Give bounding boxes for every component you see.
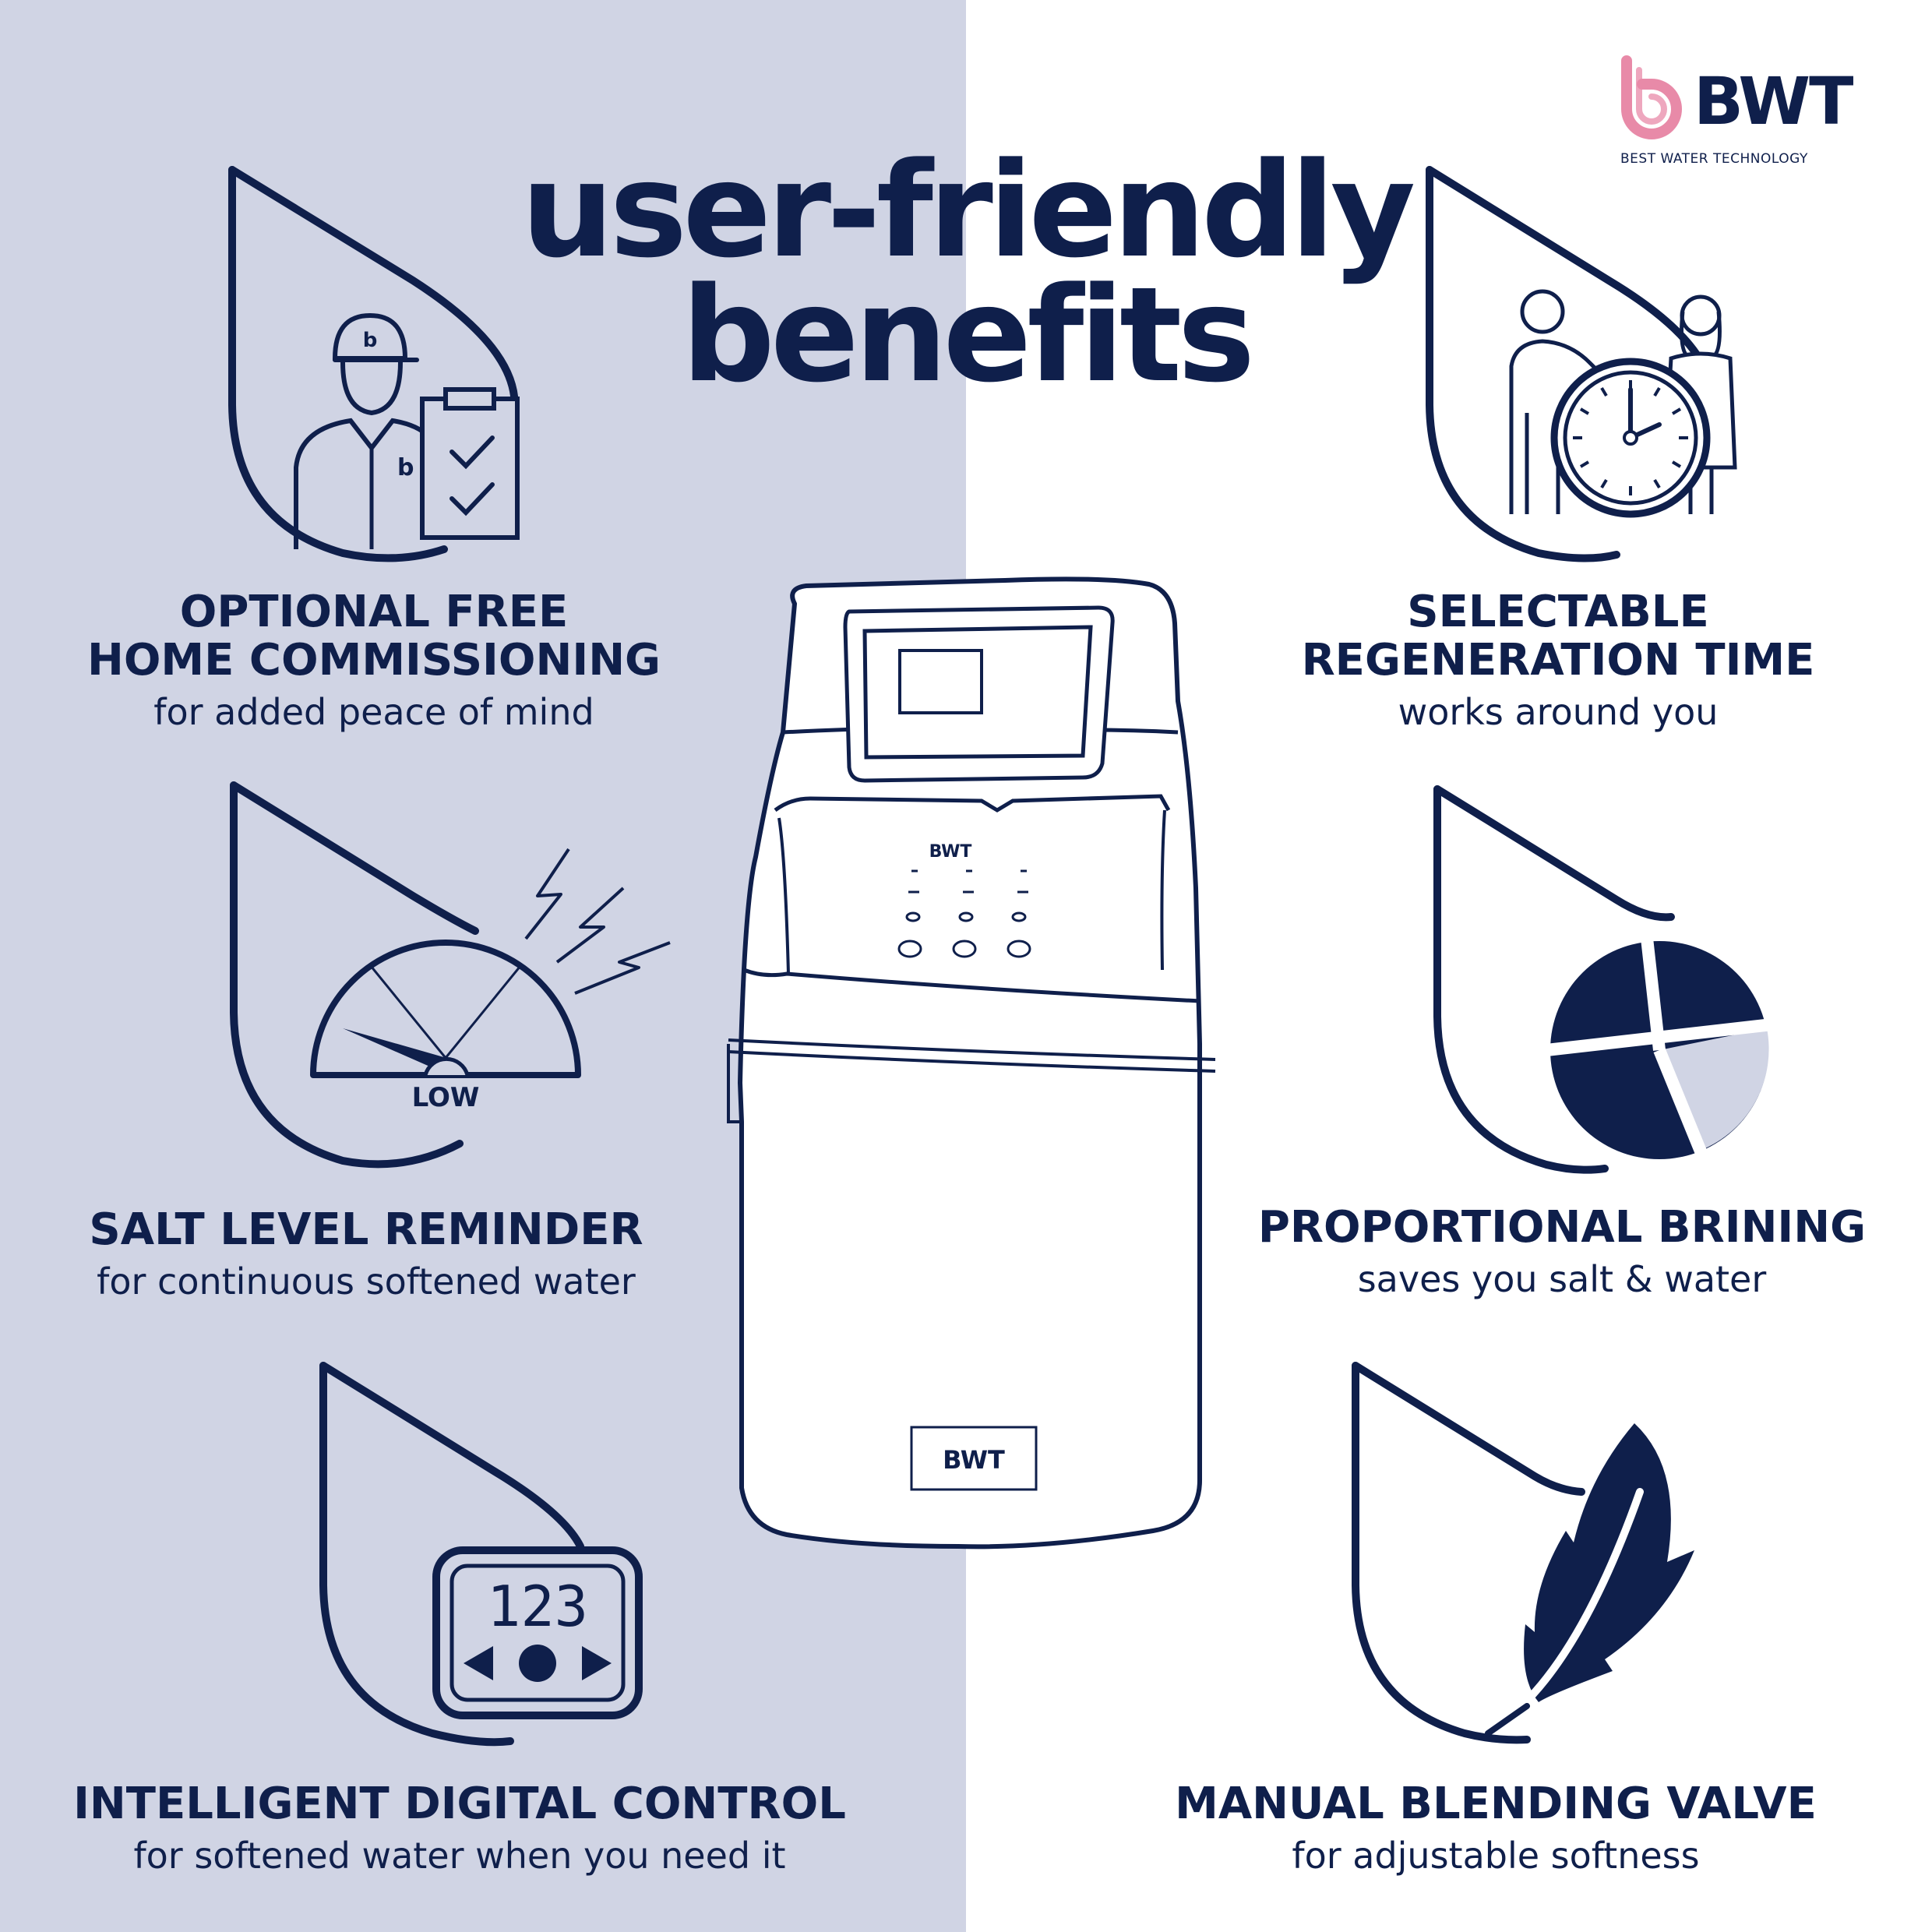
bwt-b-mark-icon: [1621, 55, 1682, 139]
feature-home-commissioning: OPTIONAL FREE HOME COMMISSIONING for add…: [47, 588, 701, 735]
display-digits: 123: [487, 1574, 588, 1639]
svg-text:b: b: [363, 329, 378, 352]
feature-title: SELECTABLE REGENERATION TIME: [1301, 587, 1815, 686]
bwt-logo-tagline: BEST WATER TECHNOLOGY: [1620, 151, 1808, 167]
water-softener-unit: BWT BWT: [727, 576, 1216, 1549]
feature-proportional-brining: PROPORTIONAL BRINING saves you salt & wa…: [1215, 1204, 1909, 1302]
feature-subtitle: works around you: [1398, 691, 1719, 733]
feature-regeneration-time: SELECTABLE REGENERATION TIME works aroun…: [1231, 588, 1885, 735]
front-bwt-logo: BWT: [943, 1445, 1005, 1475]
bwt-logo: BWT BEST WATER TECHNOLOGY: [1613, 55, 1877, 179]
feather-icon: [1352, 1362, 1694, 1744]
feature-subtitle: for continuous softened water: [97, 1260, 636, 1303]
gauge-low-label: LOW: [412, 1082, 480, 1113]
salt-gauge-icon: LOW: [230, 781, 671, 1169]
feature-title: MANUAL BLENDING VALVE: [1175, 1779, 1817, 1829]
panel-bwt-logo: BWT: [929, 842, 972, 862]
feature-salt-level-reminder: SALT LEVEL REMINDER for continuous softe…: [31, 1206, 701, 1304]
bwt-logo-wordmark: BWT: [1694, 63, 1853, 139]
digital-display-icon: 123: [319, 1362, 643, 1747]
feature-blending-valve: MANUAL BLENDING VALVE for adjustable sof…: [1106, 1780, 1885, 1878]
feature-subtitle: for adjustable softness: [1292, 1835, 1700, 1877]
svg-text:b: b: [397, 454, 414, 481]
feature-title: PROPORTIONAL BRINING: [1257, 1202, 1867, 1253]
feature-title: INTELLIGENT DIGITAL CONTROL: [73, 1779, 846, 1829]
feature-digital-control: INTELLIGENT DIGITAL CONTROL for softened…: [47, 1780, 873, 1878]
page-title: user-friendly benefits: [467, 134, 1465, 411]
feature-subtitle: for added peace of mind: [153, 691, 594, 733]
page-title-line2: benefits: [681, 259, 1256, 411]
feature-title: OPTIONAL FREE HOME COMMISSIONING: [86, 587, 661, 686]
feature-subtitle: saves you salt & water: [1357, 1258, 1767, 1300]
feature-subtitle: for softened water when you need it: [133, 1835, 786, 1877]
feature-title: SALT LEVEL REMINDER: [89, 1204, 643, 1255]
page-title-line1: user-friendly: [520, 134, 1416, 287]
family-clock-icon: [1426, 166, 1737, 562]
technician-clipboard-icon: b b: [228, 166, 520, 562]
pie-chart-icon: [1433, 785, 1773, 1174]
